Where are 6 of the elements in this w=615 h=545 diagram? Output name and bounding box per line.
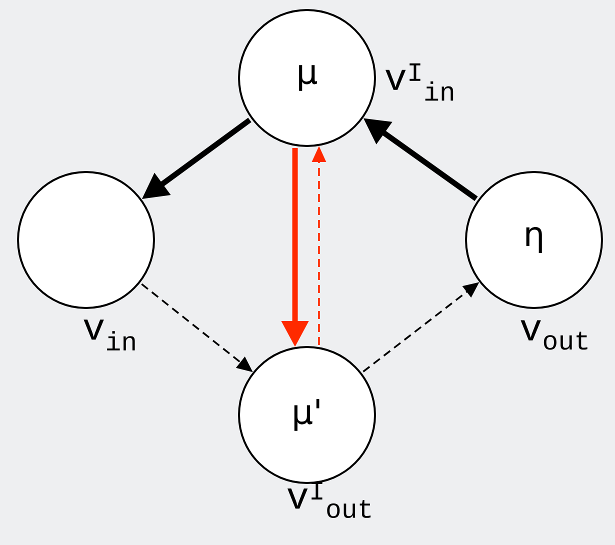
circle-node: η [465,171,603,309]
vertex-label: v$_{out}$ [520,320,588,350]
circle-node: μ [238,9,376,147]
empty-circle [17,171,155,309]
vertex-label: v$^{I}$in [386,63,454,101]
vertex-label: v$_{in}$ [84,320,135,350]
